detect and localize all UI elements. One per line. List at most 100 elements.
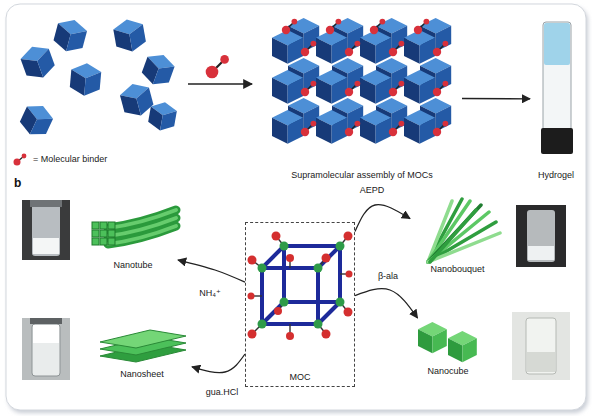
moc-assembly-part [345,81,360,96]
reaction-arrow [355,289,418,318]
legend-label: = Molecular binder [33,154,107,165]
nanotube-drawing-part [108,226,176,244]
nanocube-drawing [418,322,477,362]
nanocube-photo [512,312,570,380]
nanosheet-photo-part [32,324,60,376]
moc-cage-part-part [248,293,255,300]
assembly-panel: Supramolecular assembly of MOCs [262,12,462,184]
nanotube-drawing-part-part [100,238,107,245]
moc-cage-part-part [284,244,340,248]
nanotube-photo-part [30,200,62,207]
nanocube-drawing-part [418,322,447,353]
moc-assembly-part [272,30,303,64]
reagent-label: AEPD [358,185,387,196]
node-label: Nanosheet [120,369,164,380]
moc-assembly-part [433,121,448,136]
moc-assembly-part [370,19,385,34]
reaction-arrow [355,205,410,232]
nanosheet-structure: Nanosheet [92,335,192,383]
moc-cage-part-part [322,254,331,263]
moc-assembly-part [414,19,429,34]
nanobouquet-drawing-part [430,210,476,262]
nanotube-drawing-part-part [92,222,99,229]
nanocube-structure: Nanocube [408,318,488,380]
nanobouquet-photo [516,205,566,267]
moc-assembly-part [360,30,391,64]
moc-cage-part [248,232,353,341]
hydrogel-vial-picture-part [541,128,573,154]
reagent-label: β-ala [376,271,400,282]
moc-assembly-part [272,110,303,144]
moc-assembly-part [360,110,391,144]
moc-assembly-part [345,41,360,56]
moc-cage-part-part [262,246,284,268]
reaction-arrow [192,354,245,373]
binder-swatch [12,152,30,166]
moc-cage-part-part [314,320,323,329]
moc-assembly-part [389,81,404,96]
moc-cage-part-part [346,271,353,278]
moc-assembly-part [301,81,316,96]
moc-assembly-part [404,110,435,144]
node-label: MOC [290,372,311,383]
hydrogel-vial-picture-part [544,23,570,65]
moc-assembly-part [360,70,391,104]
nanosheet-drawing-part [100,330,186,348]
moc-cage-part-part [284,300,340,304]
nanobouquet-drawing [428,199,500,262]
nanosheet-photo [22,318,70,380]
moc-cage-part-part [318,246,340,268]
nanotube-drawing-part [92,222,115,245]
moc-assembly-part [389,121,404,136]
nanocube-drawing-part [448,331,477,362]
nanotube-drawing-part [108,226,176,244]
moc-cage-part-part [336,298,345,307]
nanotube-drawing-part-part [100,222,107,229]
moc-assembly-part [326,19,341,34]
moc-cage-part-part [280,242,289,251]
panel-letter: b [14,176,21,190]
moc-cage-part-part [262,302,284,324]
scattered-mocs-part [147,100,178,133]
nanotube-photo-part [22,200,70,260]
binder-addition-arrow [188,55,252,84]
moc-cage-part-part [258,264,267,273]
nanotube-drawing-part-part [108,230,115,237]
binder-addition-arrow-part [188,83,252,84]
moc-assembly-part [301,41,316,56]
nanocube-photo-part [527,352,555,372]
moc-assembly-part [282,19,297,34]
node-label: Nanocube [427,366,468,377]
nanosheet-photo-part [33,325,59,343]
scattered-mocs-part [69,62,102,97]
nanotube-drawing-part-part [92,238,99,245]
moc-assembly-part [389,41,404,56]
nanotube-photo [22,200,70,260]
moc-cage-part-part [258,320,267,329]
moc-cage-box: MOC [245,222,355,387]
hydrogel-vial-picture-part [543,22,571,132]
moc-cage-part-part [336,242,345,251]
reagent-label: NH₄⁺ [197,288,222,299]
nanotube-drawing-part-part [100,230,107,237]
moc-cage-part [258,242,345,329]
card-frame-part [6,4,586,410]
scattered-mocs-part [112,17,147,54]
reaction-arrow [178,260,245,282]
nanobouquet-drawing-part [428,233,500,262]
scattered-mocs-part [17,100,56,140]
moc-assembly-part [404,30,435,64]
binder-tail [22,154,27,159]
moc-cage-part-part [314,264,323,273]
moc-cage-part-part [316,268,320,324]
moc-cage-part-part [344,308,353,317]
hydrogel-vial-picture [541,22,573,154]
nanocube-photo-part [526,318,556,374]
nanotube-photo-part [33,238,59,254]
moc-assembly-part [433,41,448,56]
scattered-mocs-part [18,42,57,83]
reaction-arrow [462,98,530,100]
nanotube-structure: Nanotube [88,222,178,274]
moc-cage-part-part [272,232,281,241]
